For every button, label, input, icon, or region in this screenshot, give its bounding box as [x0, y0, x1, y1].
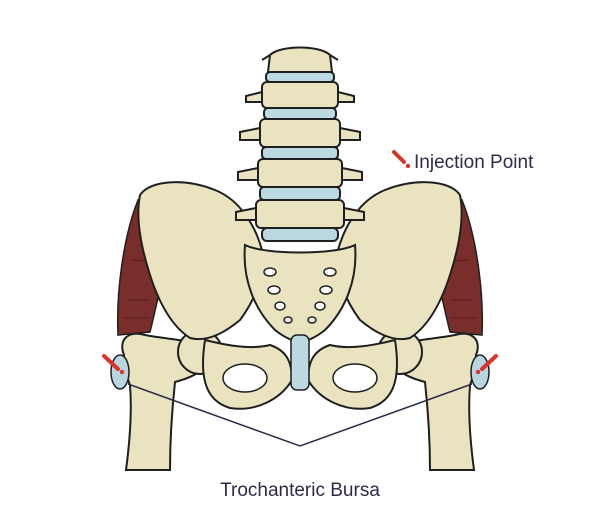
right-ilium	[336, 181, 463, 340]
vertebra-l1	[266, 46, 334, 73]
left-obturator-foramen	[222, 363, 268, 393]
vertebra-l4	[257, 158, 343, 188]
injection-needle-icon	[392, 150, 411, 169]
sacrum	[243, 243, 357, 344]
injection-needle-icon	[102, 354, 125, 375]
pelvis	[137, 181, 463, 410]
right-obturator-foramen	[332, 363, 378, 393]
injection-point-label: Injection Point	[414, 152, 534, 173]
lumbar-spine	[235, 46, 365, 242]
pubic-symphysis	[290, 334, 310, 391]
vertebra-l5	[255, 199, 345, 229]
vertebra-l2	[261, 81, 339, 109]
trochanteric-bursae	[110, 354, 490, 390]
bursa-leader-lines	[127, 383, 473, 447]
left-ilium	[137, 181, 264, 340]
disc-4	[259, 186, 341, 201]
disc-1	[265, 71, 335, 83]
injection-point-legend: Injection Point	[392, 150, 534, 173]
disc-2	[263, 107, 337, 120]
trochanteric-bursa-label: Trochanteric Bursa	[220, 480, 380, 501]
disc-5	[261, 227, 339, 242]
vertebra-l3	[259, 118, 341, 148]
sacral-foramina	[263, 267, 337, 324]
disc-3	[261, 146, 339, 160]
injection-needle-icon	[475, 354, 498, 375]
